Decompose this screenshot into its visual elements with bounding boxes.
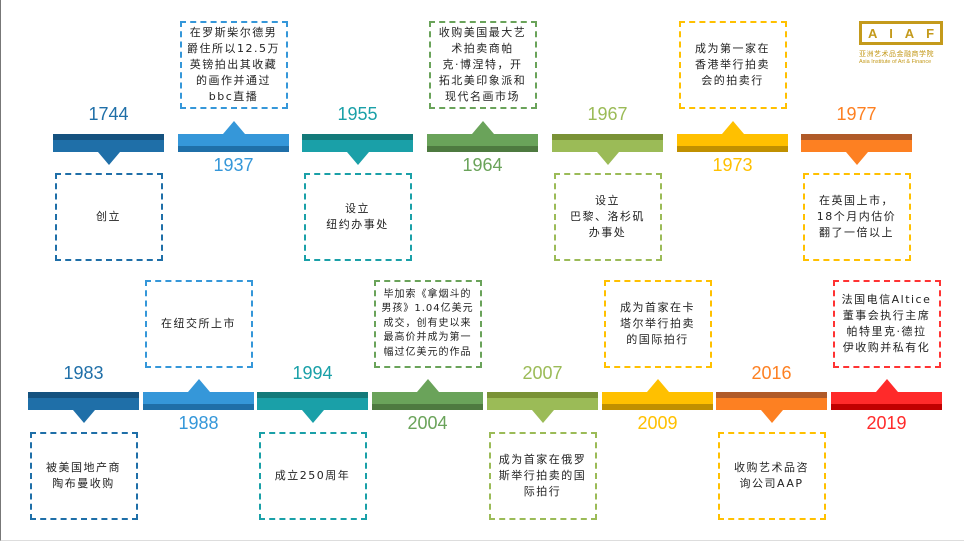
timeline-segment [831, 392, 942, 410]
segment-shade [53, 134, 164, 140]
logo-letter: I [889, 25, 893, 41]
pointer-triangle [416, 379, 439, 392]
event-year: 2004 [407, 413, 448, 433]
event-year: 1964 [462, 155, 503, 175]
timeline-segment [427, 134, 538, 152]
event-description-box: 在纽交所上市 [144, 280, 253, 368]
segment-shade [28, 392, 139, 398]
logo-letter: F [926, 25, 935, 41]
segment-shade [801, 134, 912, 140]
segment-shade [487, 392, 598, 398]
timeline-segment [53, 134, 164, 152]
pointer-triangle [301, 410, 324, 423]
timeline-segment [677, 134, 788, 152]
event-year: 1983 [63, 363, 104, 383]
event-description-box: 被美国地产商 陶布曼收购 [29, 432, 138, 520]
event-description-box: 在英国上市， 18个月内估价 翻了一倍以上 [802, 173, 911, 261]
timeline-segment [487, 392, 598, 410]
event-description-box: 设立 巴黎、洛杉矶 办事处 [553, 173, 662, 261]
pointer-triangle [72, 410, 95, 423]
pointer-triangle [222, 121, 245, 134]
timeline-segment [143, 392, 254, 410]
event-year: 2016 [751, 363, 792, 383]
event-description-box: 成为首家在卡 塔尔举行拍卖 的国际拍行 [603, 280, 712, 368]
event-description-box: 成立250周年 [258, 432, 367, 520]
aiaf-logo: A I A F 亚洲艺术品金融商学院 Asia Institute of Art… [859, 21, 943, 65]
segment-shade [602, 404, 713, 410]
logo-chinese-name: 亚洲艺术品金融商学院 [859, 50, 934, 58]
logo-mark: A I A F [859, 21, 943, 45]
timeline-segment [257, 392, 368, 410]
pointer-triangle [346, 152, 369, 165]
event-year: 2009 [637, 413, 678, 433]
event-year: 2019 [866, 413, 907, 433]
timeline-segment [178, 134, 289, 152]
event-year: 2007 [522, 363, 563, 383]
event-description-box: 毕加索《拿烟斗的 男孩》1.04亿美元 成交，创有史以来 最高价并成为第一 幅过… [373, 280, 482, 368]
pointer-triangle [845, 152, 868, 165]
event-year: 1937 [213, 155, 254, 175]
segment-shade [372, 404, 483, 410]
segment-shade [831, 404, 942, 410]
pointer-triangle [596, 152, 619, 165]
pointer-triangle [760, 410, 783, 423]
event-year: 1994 [292, 363, 333, 383]
event-year: 1955 [337, 104, 378, 124]
pointer-triangle [97, 152, 120, 165]
event-description-box: 设立 纽约办事处 [303, 173, 412, 261]
timeline-segment [801, 134, 912, 152]
segment-shade [552, 134, 663, 140]
timeline-segment [302, 134, 413, 152]
timeline-segment [602, 392, 713, 410]
segment-shade [716, 392, 827, 398]
pointer-triangle [721, 121, 744, 134]
pointer-triangle [531, 410, 554, 423]
event-year: 1973 [712, 155, 753, 175]
timeline-segment [372, 392, 483, 410]
event-description-box: 创立 [54, 173, 163, 261]
pointer-triangle [187, 379, 210, 392]
event-description-box: 在罗斯柴尔德男 爵住所以12.5万 英镑拍出其收藏 的画作并通过 bbc直播 [179, 21, 288, 109]
event-year: 1988 [178, 413, 219, 433]
segment-shade [302, 134, 413, 140]
event-description-box: 成为第一家在 香港举行拍卖 会的拍卖行 [678, 21, 787, 109]
timeline-segment [28, 392, 139, 410]
segment-shade [427, 146, 538, 152]
segment-shade [677, 146, 788, 152]
event-year: 1967 [587, 104, 628, 124]
pointer-triangle [875, 379, 898, 392]
event-year: 1977 [836, 104, 877, 124]
pointer-triangle [646, 379, 669, 392]
segment-shade [257, 392, 368, 398]
event-year: 1744 [88, 104, 129, 124]
logo-letter: A [904, 25, 915, 41]
event-description-box: 法国电信Altice 董事会执行主席 帕特里克·德拉 伊收购并私有化 [832, 280, 941, 368]
event-description-box: 收购美国最大艺 术拍卖商帕 克·博涅特，开 拓北美印象派和 现代名画市场 [428, 21, 537, 109]
pointer-triangle [471, 121, 494, 134]
segment-shade [143, 404, 254, 410]
segment-shade [178, 146, 289, 152]
event-description-box: 收购艺术品咨 询公司AAP [717, 432, 826, 520]
logo-english-name: Asia Institute of Art & Finance [859, 59, 932, 65]
timeline-segment [552, 134, 663, 152]
event-description-box: 成为首家在俄罗 斯举行拍卖的国 际拍行 [488, 432, 597, 520]
logo-letter: A [867, 25, 878, 41]
timeline-segment [716, 392, 827, 410]
